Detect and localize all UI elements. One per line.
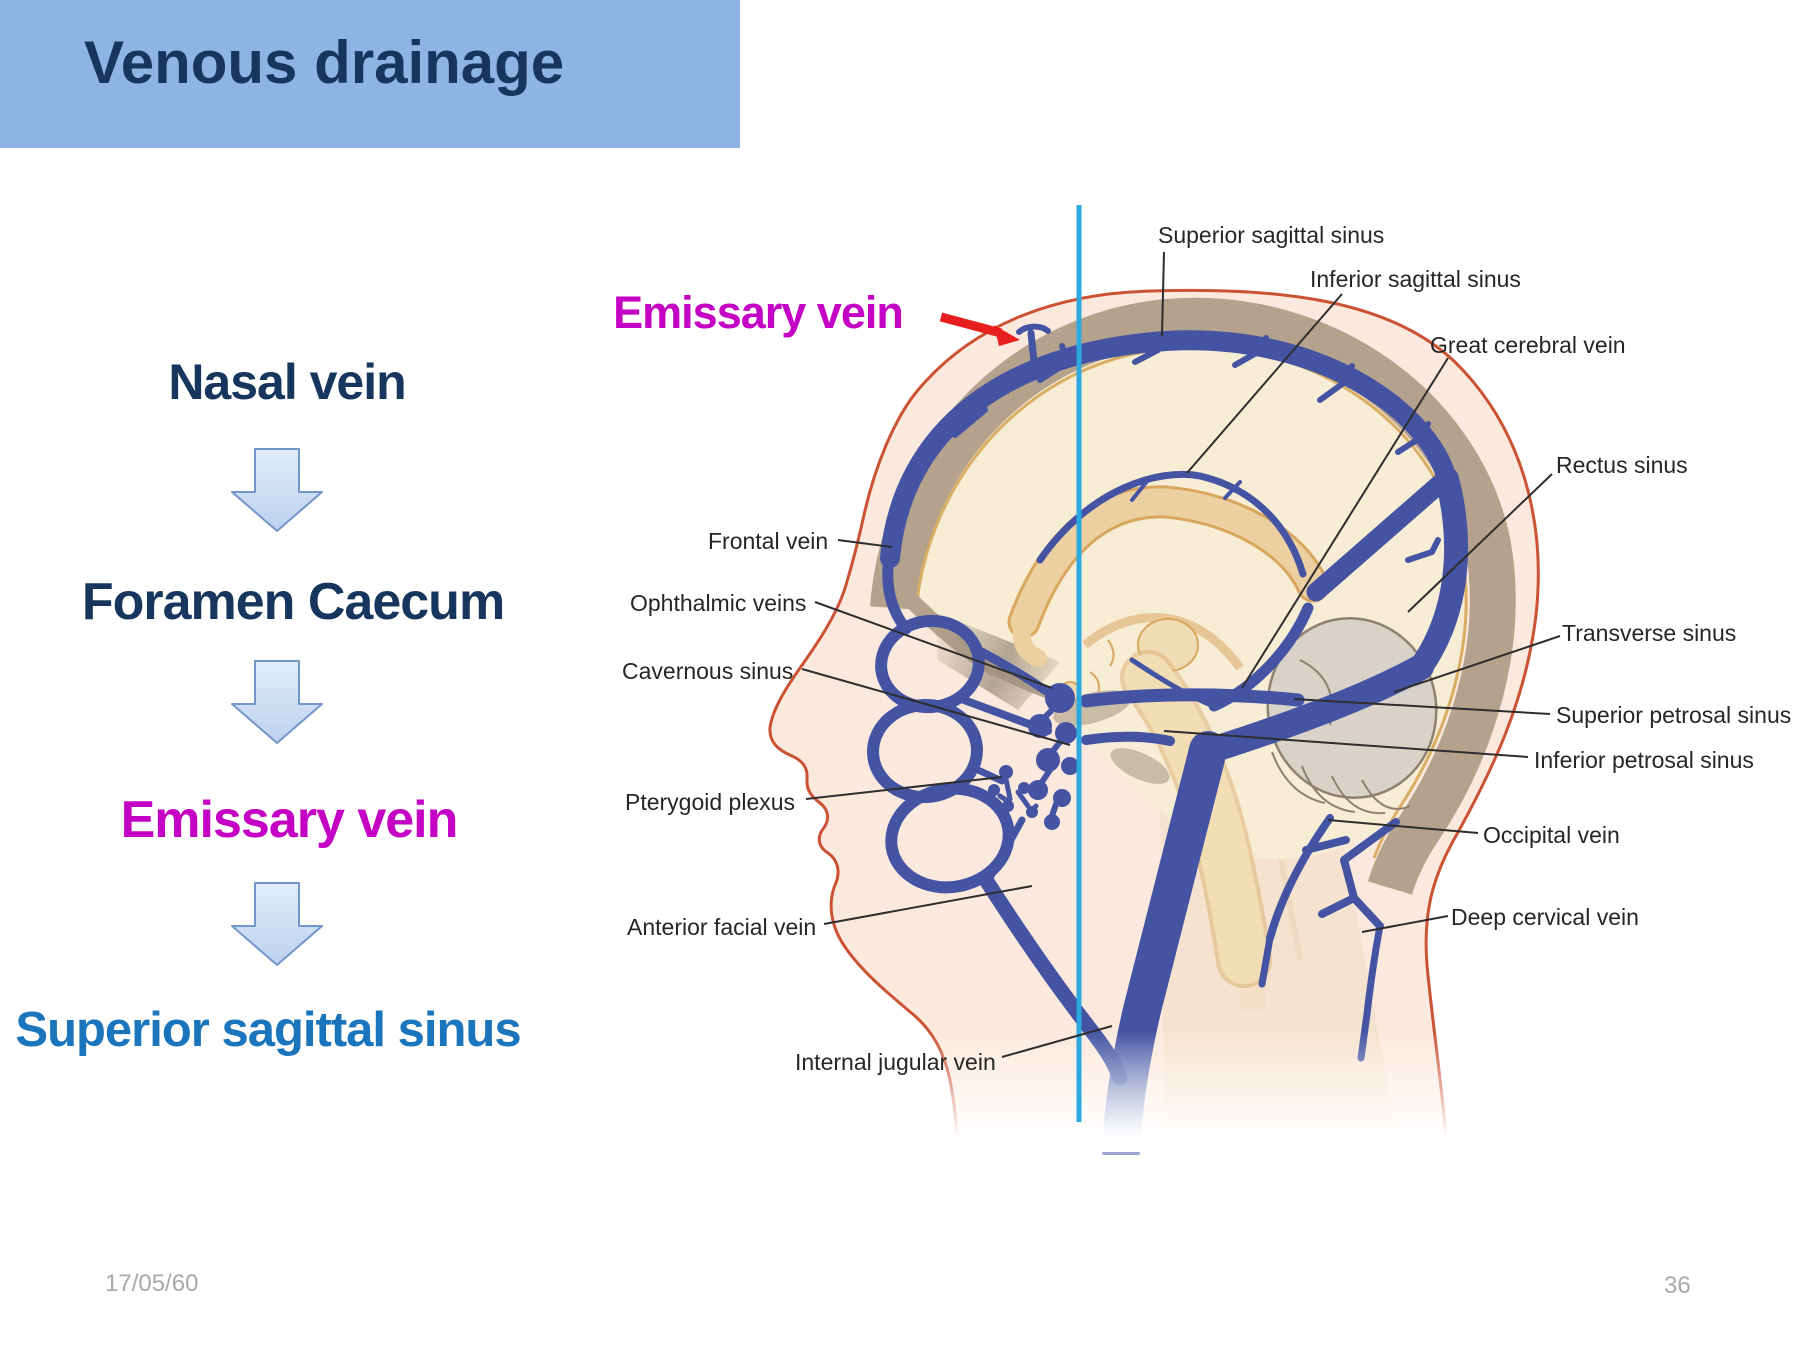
emissary-vein-vessel bbox=[1027, 329, 1038, 366]
page-title: Venous drainage bbox=[84, 29, 565, 96]
callout-arrow bbox=[939, 312, 1020, 346]
label-inferior-sagittal-sinus: Inferior sagittal sinus bbox=[1310, 266, 1521, 292]
corpus-callosum bbox=[1010, 488, 1327, 636]
footer-page-number: 36 bbox=[1664, 1272, 1691, 1299]
facial-vein-loop bbox=[885, 782, 1015, 894]
bottom-fade bbox=[600, 1030, 1800, 1152]
label-great-cerebral-vein: Great cerebral vein bbox=[1430, 332, 1626, 358]
label-anterior-facial-vein: Anterior facial vein bbox=[627, 914, 817, 940]
flow-step-nasal-vein: Nasal vein bbox=[168, 354, 406, 410]
pterygoid-plexus-vessel bbox=[988, 765, 1038, 818]
sigmoid-sinus-vessel bbox=[1196, 654, 1434, 764]
label-occipital-vein: Occipital vein bbox=[1483, 822, 1620, 848]
leader-lines bbox=[801, 251, 1561, 1058]
label-rectus-sinus: Rectus sinus bbox=[1556, 452, 1688, 478]
anatomy-diagram bbox=[600, 205, 1800, 1155]
down-arrow-icon bbox=[231, 660, 323, 744]
label-cavernous-sinus: Cavernous sinus bbox=[622, 658, 794, 684]
great-cerebral-vessel bbox=[1208, 602, 1314, 712]
skull-inner-table bbox=[914, 345, 1468, 859]
superior-petrosal-vessel bbox=[1079, 688, 1305, 708]
flow-step-emissary-vein: Emissary vein bbox=[120, 791, 459, 849]
label-deep-cervical-vein: Deep cervical vein bbox=[1451, 904, 1639, 930]
label-inferior-petrosal-sinus: Inferior petrosal sinus bbox=[1534, 747, 1754, 773]
cavernous-sinus-vessel bbox=[1028, 683, 1079, 830]
down-arrow-icon bbox=[231, 882, 323, 966]
cortical-tributaries bbox=[952, 333, 1441, 563]
footer-date: 17/05/60 bbox=[105, 1270, 199, 1297]
title-banner: Venous drainage bbox=[0, 0, 740, 148]
label-frontal-vein: Frontal vein bbox=[708, 528, 829, 554]
down-arrow-icon bbox=[231, 448, 323, 532]
superior-sagittal-sinus-vessel bbox=[880, 330, 1457, 568]
label-superior-petrosal-sinus: Superior petrosal sinus bbox=[1556, 702, 1792, 728]
label-transverse-sinus: Transverse sinus bbox=[1562, 620, 1737, 646]
label-pterygoid-plexus: Pterygoid plexus bbox=[625, 789, 796, 815]
straight-sinus-vessel bbox=[1306, 471, 1453, 602]
label-superior-sagittal-sinus: Superior sagittal sinus bbox=[1158, 222, 1385, 248]
label-internal-jugular-vein: Internal jugular vein bbox=[795, 1049, 996, 1075]
emissary-vein-callout: Emissary vein bbox=[613, 287, 904, 338]
cavernous-connectors bbox=[1039, 707, 1063, 819]
inferior-petrosal-vessel bbox=[1081, 731, 1175, 746]
flow-step-superior-sagittal-sinus: Superior sagittal sinus bbox=[15, 1003, 521, 1057]
brain-structures bbox=[1007, 485, 1330, 988]
sinus-confluence-descent bbox=[1409, 467, 1469, 679]
flow-step-foramen-caecum: Foramen Caecum bbox=[81, 573, 505, 631]
occipital-vein-web bbox=[1258, 814, 1400, 1062]
pterygoid-connectors bbox=[997, 776, 1039, 815]
inferior-sagittal-vessel bbox=[1036, 470, 1307, 578]
label-ophthalmic-veins: Ophthalmic veins bbox=[630, 590, 807, 616]
internal-cerebral-vessel bbox=[1129, 657, 1217, 709]
